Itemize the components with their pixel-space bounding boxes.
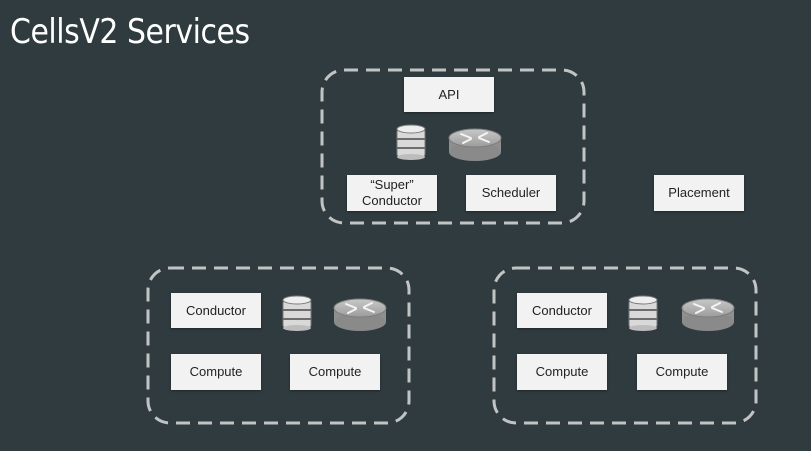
left-cell-border [146,266,411,425]
router-icon [681,298,735,332]
conductor-box: Conductor [517,293,607,328]
compute-box: Compute [290,354,380,390]
database-icon [396,124,426,161]
router-icon [448,128,502,162]
compute-box: Compute [171,354,261,390]
compute-box: Compute [637,354,727,390]
database-icon [628,295,658,332]
database-icon [282,295,312,332]
compute-box: Compute [517,354,607,390]
router-icon [333,298,387,332]
conductor-box: Conductor [171,293,261,328]
right-cell-border [492,266,758,425]
scheduler-box: Scheduler [466,175,556,211]
placement-box: Placement [654,175,744,211]
super-conductor-box: “Super” Conductor [347,175,437,211]
api-box: API [404,77,494,112]
page-title: CellsV2 Services [10,12,250,52]
